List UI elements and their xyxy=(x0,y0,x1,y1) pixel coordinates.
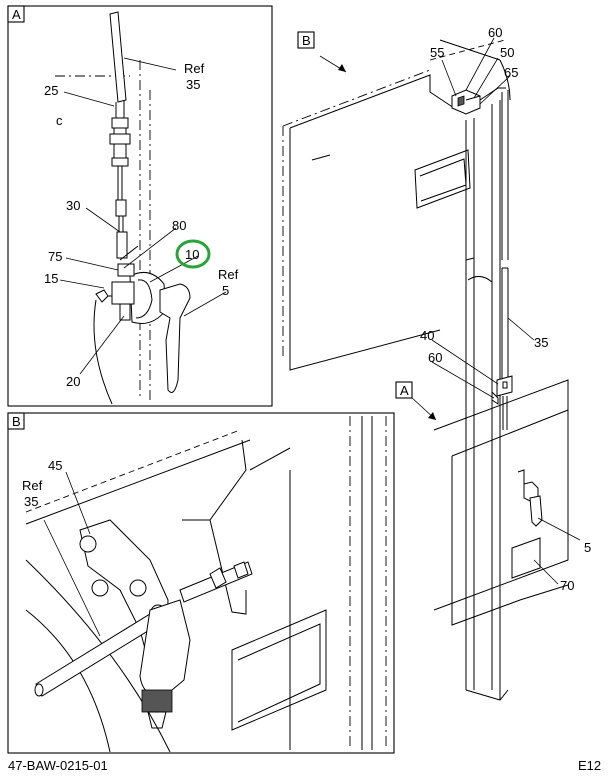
callout-80: 80 xyxy=(172,218,186,233)
callout-60-top: 60 xyxy=(488,25,502,40)
callout-35: 35 xyxy=(534,335,548,350)
main-a-box xyxy=(395,381,413,399)
callout-5: 5 xyxy=(584,540,591,555)
callout-45: 45 xyxy=(48,458,62,473)
callout-15: 15 xyxy=(44,271,58,286)
callout-b-ref35-line1: Ref xyxy=(22,478,43,493)
callout-b-ref35-line2: 35 xyxy=(24,494,38,509)
callout-c: c xyxy=(56,113,63,128)
arrow-a-icon xyxy=(428,412,436,420)
callout-a-ref35-line2: 35 xyxy=(186,77,200,92)
callout-30: 30 xyxy=(66,198,80,213)
detail-a-letter: A xyxy=(12,7,21,22)
callout-60-mid: 60 xyxy=(428,350,442,365)
main-b-box xyxy=(297,31,315,49)
highlight-circle xyxy=(175,239,211,269)
detail-b-panel xyxy=(7,412,395,754)
callout-40: 40 xyxy=(420,328,434,343)
callout-50: 50 xyxy=(500,45,514,60)
callout-70: 70 xyxy=(560,578,574,593)
callout-main-a: A xyxy=(400,383,409,398)
view-arrows xyxy=(338,64,436,420)
callout-10: 10 xyxy=(185,247,199,262)
callout-a-ref35-line1: Ref xyxy=(184,61,205,76)
arrow-b-icon xyxy=(338,64,346,72)
callout-a-ref5-line1: Ref xyxy=(218,267,239,282)
labels: A B Ref 35 25 c 30 80 10 Ref 5 75 15 20 … xyxy=(8,7,601,773)
callout-55: 55 xyxy=(430,45,444,60)
callout-a-ref5-line2: 5 xyxy=(222,283,229,298)
main-door-view xyxy=(282,39,569,701)
detail-b-letter: B xyxy=(12,414,21,429)
detail-a-panel xyxy=(7,5,273,407)
callout-main-b: B xyxy=(302,33,311,48)
doc-id: 47-BAW-0215-01 xyxy=(8,758,108,773)
callout-25: 25 xyxy=(44,83,58,98)
callout-20: 20 xyxy=(66,374,80,389)
callout-65: 65 xyxy=(504,65,518,80)
callout-75: 75 xyxy=(48,249,62,264)
sheet-number: E12 xyxy=(578,758,601,773)
